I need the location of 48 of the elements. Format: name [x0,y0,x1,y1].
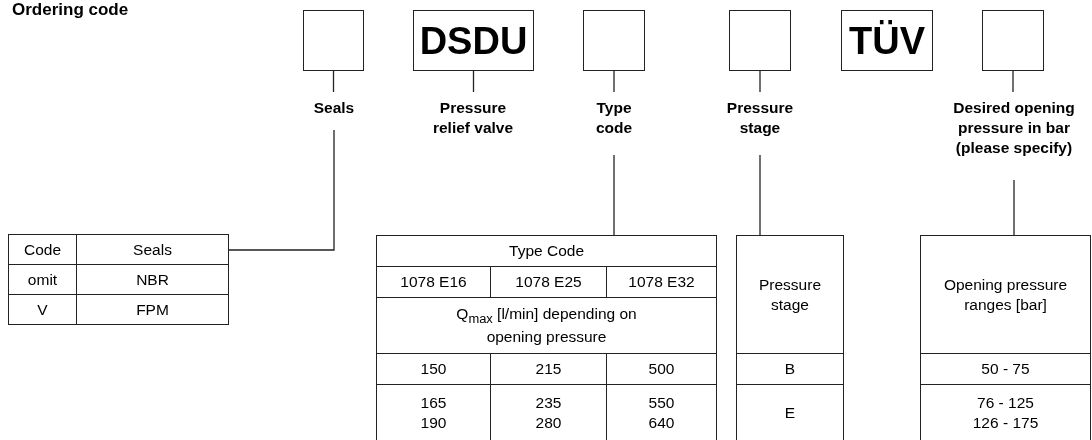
code-box [729,10,791,71]
leader-line [1012,70,1014,93]
leader-line [332,70,335,93]
table-cell-text: 1078 E25 [515,272,582,292]
table-cell-text: 1078 E16 [400,272,467,292]
table-cell-text: Q$_{max}$ [l/min] depending on opening pressure [455,304,638,347]
table-cell-text: 550 640 [647,393,676,432]
field-label: Seals [313,99,355,116]
code-box: DSDU [413,10,534,71]
table-cell-text: B [784,359,796,379]
table-cell-text: 235 280 [534,393,563,432]
code-box: TÜV [841,10,933,71]
table-cell-text: omit [27,269,58,290]
code-box [583,10,645,71]
leader-line [1013,179,1015,236]
table-cell-text: 50 - 75 [981,359,1030,379]
table-cell-text: 150 [420,359,447,379]
table-cell-text: FPM [136,299,169,320]
code-box [303,10,364,71]
code-table [920,235,1091,440]
table-cell-text: Pressure stage [758,275,822,314]
leader-line [228,129,335,251]
table-cell-text: E [784,402,796,423]
field-label: Pressure stage [726,99,794,137]
code-table [736,235,844,440]
field-label: Type code [595,99,633,137]
code-table [8,234,229,325]
leader-line [759,154,761,236]
leader-line [613,70,615,93]
table-cell-text: 76 - 125 126 - 175 [971,393,1040,432]
table-cell-text: Opening pressure ranges [bar] [942,275,1069,314]
field-label: Desired opening pressure in bar (please specify) [953,99,1075,157]
table-cell-text: Seals [133,239,172,260]
field-label: Pressure relief valve [432,99,514,137]
code-box [982,10,1044,71]
table-cell-text: 500 [648,359,675,379]
table-cell-text: Type Code [509,241,584,261]
table-cell-text: 1078 E32 [628,272,695,292]
table-cell-text: 165 190 [419,393,448,432]
code-table [376,235,718,440]
table-cell-text: 215 [535,359,562,379]
table-cell-text: Code [23,239,62,260]
table-cell-text: NBR [136,269,169,290]
table-cell-text: V [37,299,48,320]
leader-line [472,70,475,93]
leader-line [613,154,615,236]
diagram-title: Ordering code [12,0,129,20]
leader-line [759,70,761,93]
